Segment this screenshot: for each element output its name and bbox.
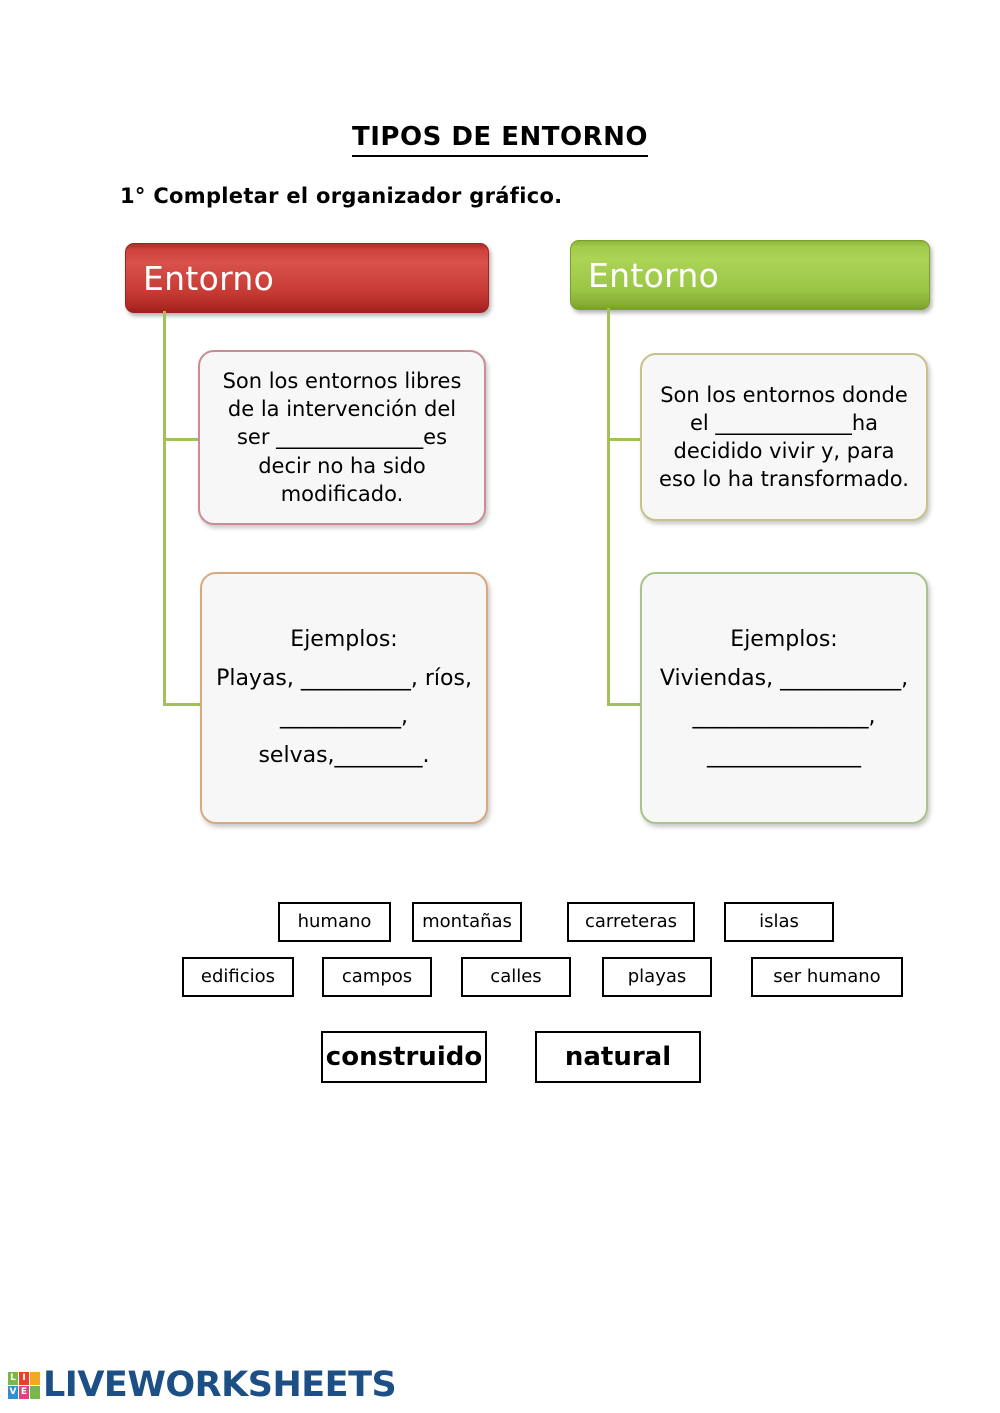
connector-left-to-examples <box>163 703 203 706</box>
connector-right-to-definition <box>607 438 645 441</box>
page-title: TIPOS DE ENTORNO <box>0 122 1000 157</box>
logo-tile: E <box>19 1386 29 1399</box>
word-chip-label: ser humano <box>773 966 881 987</box>
word-chip-label: edificios <box>200 966 276 987</box>
logo-tile <box>30 1386 40 1399</box>
definition-box-constructed-text: Son los entornos donde el _____________h… <box>659 382 909 492</box>
instruction-text: 1° Completar el organizador gráfico. <box>120 184 563 208</box>
connector-right-to-examples <box>607 703 645 706</box>
header-box-natural[interactable]: Entorno <box>125 243 489 313</box>
word-chip-label: islas <box>759 911 799 932</box>
word-chip-humano[interactable]: humano <box>278 902 391 942</box>
word-chip-campos[interactable]: campos <box>322 957 432 997</box>
word-chip-label: carreteras <box>584 911 678 932</box>
word-chip-construido[interactable]: construido <box>321 1031 487 1083</box>
word-chip-playas[interactable]: playas <box>602 957 712 997</box>
logo-tile <box>30 1372 40 1385</box>
word-chip-ser-humano[interactable]: ser humano <box>751 957 903 997</box>
page-title-text: TIPOS DE ENTORNO <box>352 122 648 157</box>
word-chip-calles[interactable]: calles <box>461 957 571 997</box>
word-chip-montanas[interactable]: montañas <box>412 902 522 942</box>
definition-box-natural[interactable]: Son los entornos libres de la intervenci… <box>198 350 486 525</box>
connector-left-trunk <box>163 311 166 706</box>
word-chip-label: campos <box>341 966 413 987</box>
examples-box-natural[interactable]: Ejemplos: Playas, __________, ríos, ____… <box>200 572 488 824</box>
liveworksheets-logo-icon: L I V E <box>8 1372 40 1399</box>
definition-box-constructed[interactable]: Son los entornos donde el _____________h… <box>640 353 928 521</box>
examples-box-constructed[interactable]: Ejemplos: Viviendas, ___________, ______… <box>640 572 928 824</box>
word-chip-label: playas <box>627 966 687 987</box>
examples-box-constructed-text: Ejemplos: Viviendas, ___________, ______… <box>659 627 909 768</box>
word-chip-islas[interactable]: islas <box>724 902 834 942</box>
examples-box-natural-text: Ejemplos: Playas, __________, ríos, ____… <box>216 627 472 768</box>
word-chip-edificios[interactable]: edificios <box>182 957 294 997</box>
logo-tile: V <box>8 1386 18 1399</box>
word-chip-label: humano <box>297 911 372 932</box>
word-chip-label: construido <box>325 1042 483 1072</box>
connector-right-trunk <box>607 308 610 706</box>
header-box-natural-label: Entorno <box>143 258 275 298</box>
header-box-constructed-label: Entorno <box>588 255 720 295</box>
logo-tile: L <box>8 1372 18 1385</box>
word-chip-natural[interactable]: natural <box>535 1031 701 1083</box>
logo-tile: I <box>19 1372 29 1385</box>
word-chip-label: natural <box>564 1042 672 1072</box>
word-chip-carreteras[interactable]: carreteras <box>567 902 695 942</box>
connector-left-to-definition <box>163 438 201 441</box>
liveworksheets-brand-text: LIVEWORKSHEETS <box>43 1365 397 1405</box>
header-box-constructed[interactable]: Entorno <box>570 240 930 310</box>
word-chip-label: montañas <box>422 911 512 932</box>
liveworksheets-logo[interactable]: L I V E LIVEWORKSHEETS <box>8 1365 397 1405</box>
word-chip-label: calles <box>490 966 542 987</box>
definition-box-natural-text: Son los entornos libres de la intervenci… <box>222 369 462 506</box>
